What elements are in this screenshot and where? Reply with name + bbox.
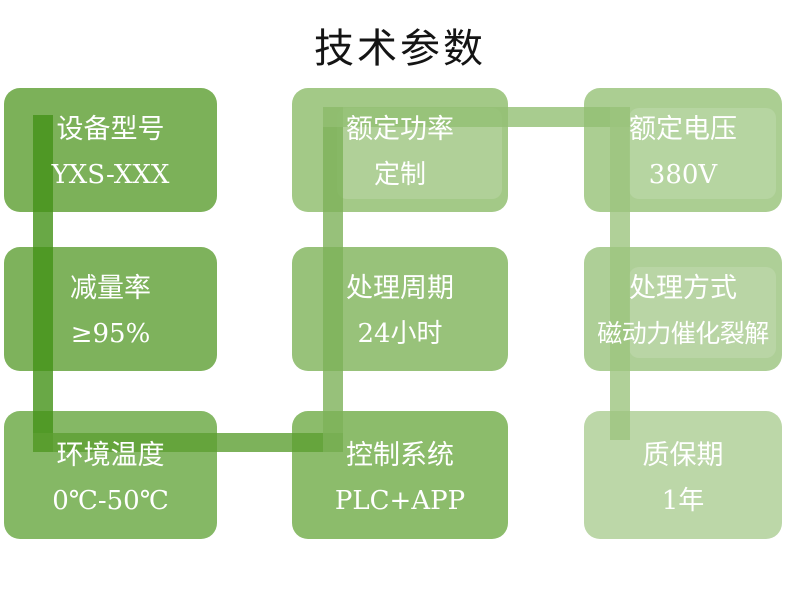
- card-label: 减量率: [70, 273, 151, 304]
- card-label: 设备型号: [56, 114, 165, 145]
- card-label: 处理方式: [629, 273, 737, 304]
- card-label: 额定电压: [629, 114, 737, 145]
- card-value: ≥95%: [70, 319, 151, 349]
- card-inner-panel: [629, 108, 776, 199]
- card-value: 24小时: [357, 319, 443, 349]
- card-value: 磁动力催化裂解: [597, 319, 769, 348]
- card-value: 0℃-50℃: [52, 486, 169, 516]
- card-value: YXS-XXX: [51, 160, 170, 190]
- card-label: 环境温度: [56, 440, 165, 471]
- card-value: 1年: [661, 486, 705, 516]
- card-label: 控制系统: [346, 440, 454, 471]
- connector-top-row-right: [323, 107, 630, 127]
- card-value: 定制: [373, 160, 426, 190]
- card-inner-panel: [629, 267, 776, 358]
- card-value: PLC+APP: [334, 486, 466, 516]
- card-value: 380V: [648, 160, 718, 190]
- slide-title: 技术参数: [314, 27, 486, 71]
- connector-left-column-down: [33, 115, 53, 452]
- card-label: 质保期: [642, 440, 724, 471]
- connector-right-column-down: [610, 107, 630, 440]
- connector-middle-column-up: [323, 107, 343, 452]
- card-label: 额定功率: [346, 114, 454, 145]
- card-label: 处理周期: [346, 273, 454, 304]
- connector-bottom-row-right: [33, 433, 343, 452]
